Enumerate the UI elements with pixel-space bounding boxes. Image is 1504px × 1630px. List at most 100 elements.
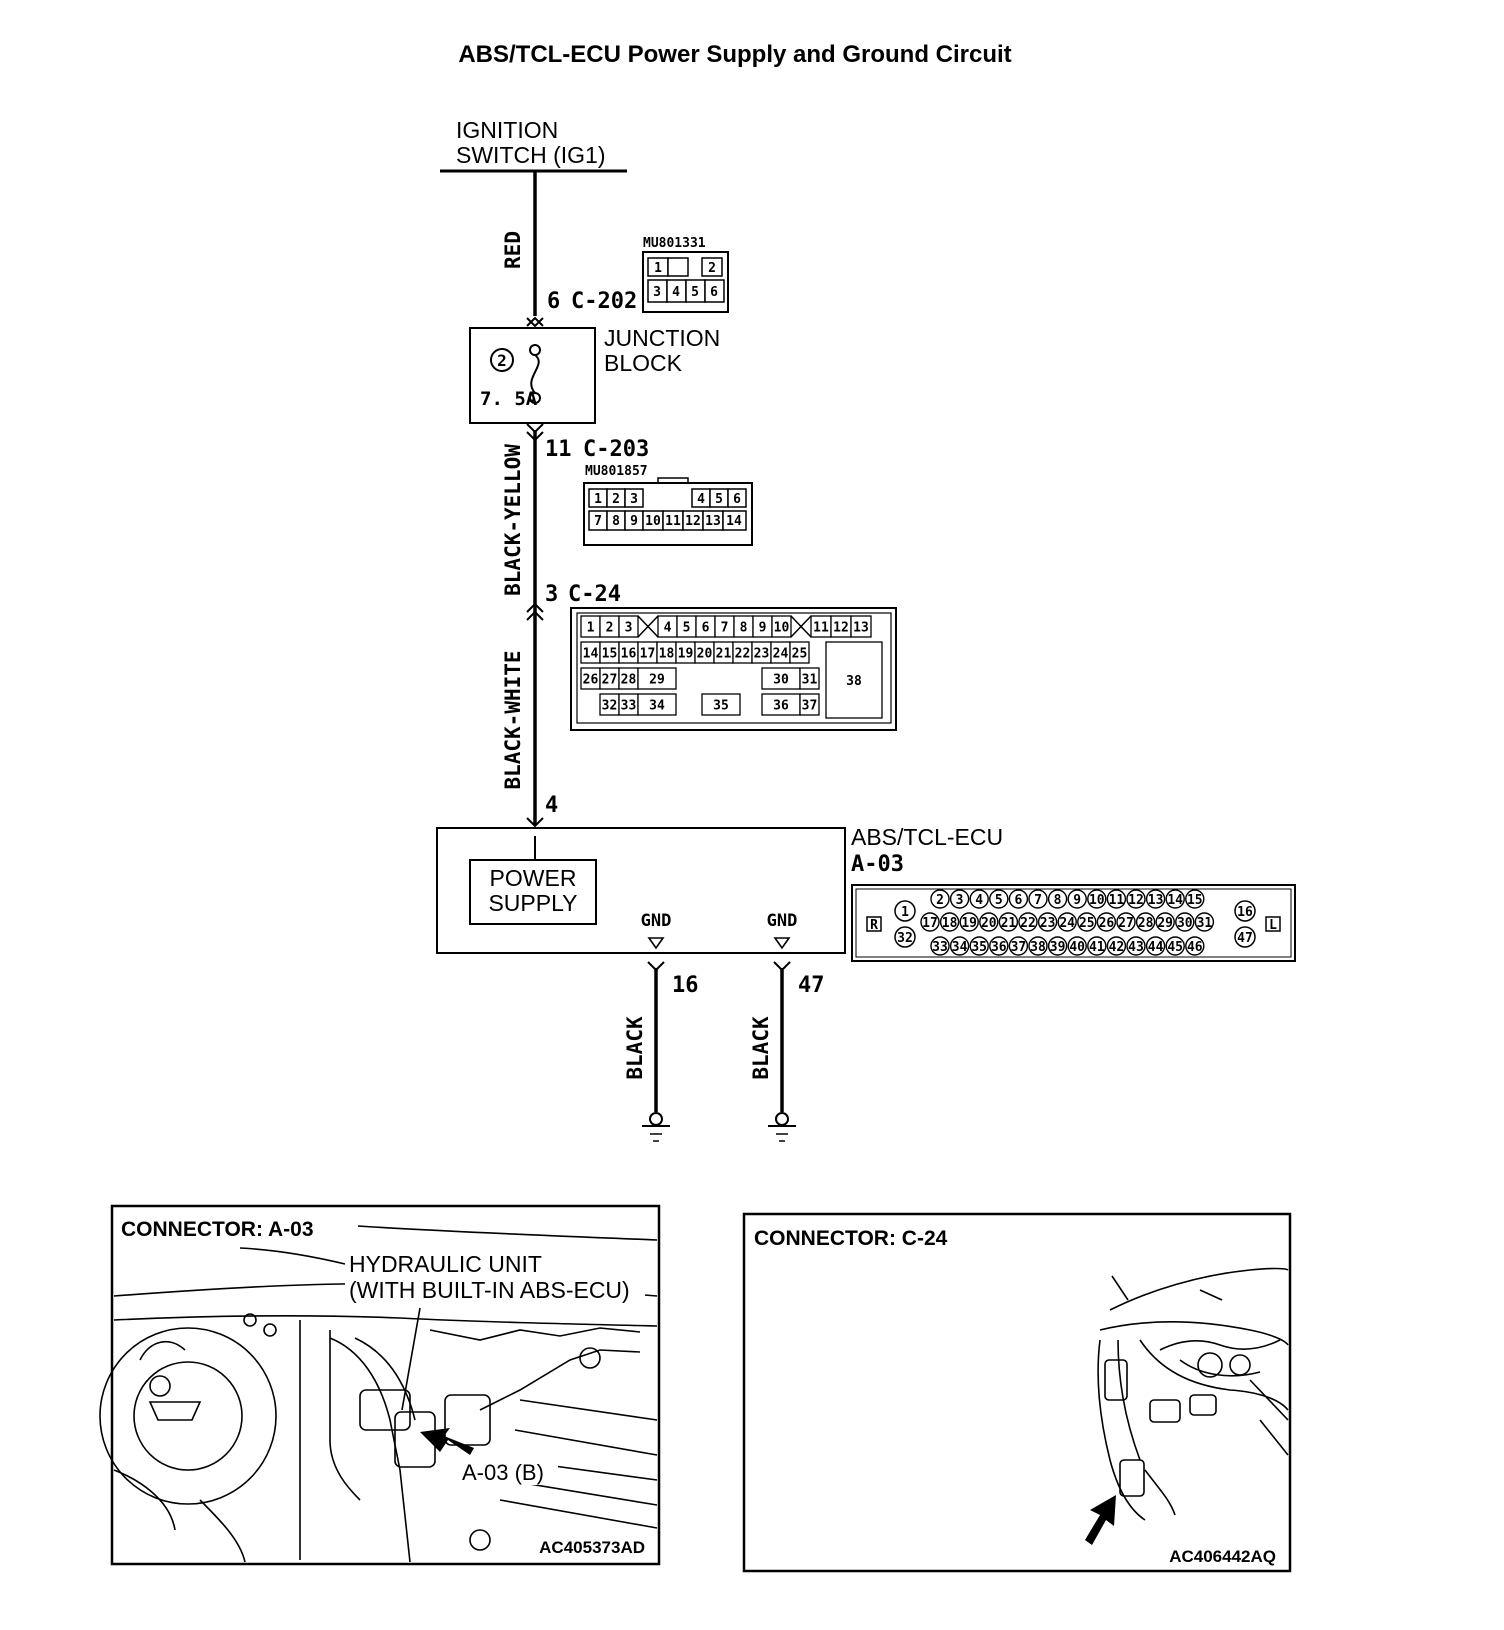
a03-pin: 27 bbox=[1118, 916, 1134, 931]
a03-pin-ring bbox=[979, 912, 999, 932]
junction-block-label-line2: BLOCK bbox=[604, 350, 683, 376]
a03-pin: 45 bbox=[1167, 940, 1183, 955]
c24-pin: 33 bbox=[621, 699, 637, 714]
a03-pin-ring bbox=[1067, 936, 1087, 956]
c24-pin: 35 bbox=[713, 699, 729, 714]
a03-pin-ring bbox=[1077, 912, 1097, 932]
c24-pin: 23 bbox=[754, 647, 770, 662]
panel-a03-callout-line1: HYDRAULIC UNIT bbox=[349, 1251, 542, 1277]
c203-connector-face: 1 2 3 4 5 6 7 8 9 10 11 12 13 14 bbox=[583, 477, 753, 546]
a03-pin: 4 bbox=[975, 893, 983, 908]
gnd2-terminal-icon bbox=[773, 937, 791, 950]
a03-pin-ring bbox=[1145, 889, 1166, 909]
a03-pin: 33 bbox=[932, 940, 948, 955]
c24-pin: 21 bbox=[716, 647, 732, 662]
power-supply-box bbox=[469, 859, 597, 925]
c24-pin: 13 bbox=[853, 621, 869, 636]
panel-a03-title: CONNECTOR: A-03 bbox=[121, 1218, 314, 1241]
a03-pin: 34 bbox=[952, 940, 968, 955]
c24-pin: 24 bbox=[773, 647, 789, 662]
a03-pin: 22 bbox=[1020, 916, 1036, 931]
c24-pin-cell bbox=[799, 667, 820, 690]
ground-icon bbox=[642, 1112, 670, 1142]
panel-a03-arrow-label: A-03 (B) bbox=[462, 1460, 544, 1485]
c202-pin: 6 bbox=[710, 285, 718, 300]
ecu-input-pin: 4 bbox=[545, 793, 558, 818]
c24-pin: 28 bbox=[621, 673, 637, 688]
a03-pin: 10 bbox=[1089, 893, 1105, 908]
a03-pin-ring bbox=[1018, 912, 1038, 932]
a03-pin: 16 bbox=[1237, 905, 1253, 920]
c24-pin-number: 3 bbox=[545, 582, 558, 607]
c24-pin: 36 bbox=[773, 699, 789, 714]
a03-pin-ring bbox=[1145, 936, 1166, 956]
a03-pin-ring bbox=[1096, 912, 1117, 932]
c24-pin: 20 bbox=[697, 647, 713, 662]
a03-pin: 23 bbox=[1040, 916, 1056, 931]
a03-pin: 41 bbox=[1089, 940, 1105, 955]
c202-connector-symbol bbox=[526, 316, 544, 328]
a03-pin: 21 bbox=[1001, 916, 1017, 931]
power-supply-label-line1: POWER bbox=[490, 865, 577, 891]
a03-pin-ring bbox=[1047, 889, 1068, 909]
c24-pin: 1 bbox=[587, 621, 595, 636]
wire-label-black-gnd16: BLACK bbox=[623, 1016, 647, 1080]
a03-pin-ring bbox=[1057, 912, 1077, 932]
a03-side-tag-l: L bbox=[1269, 918, 1277, 933]
c24-pin: 19 bbox=[678, 647, 694, 662]
a03-pin: 38 bbox=[1030, 940, 1046, 955]
a03-pin-ring bbox=[1087, 889, 1107, 909]
a03-pin: 26 bbox=[1099, 916, 1115, 931]
a03-pin: 46 bbox=[1187, 940, 1203, 955]
a03-pin: 37 bbox=[1011, 940, 1027, 955]
a03-pin-ring bbox=[1047, 936, 1068, 956]
diagram-title: ABS/TCL-ECU Power Supply and Ground Circ… bbox=[458, 41, 1011, 68]
c24-pin: 32 bbox=[602, 699, 618, 714]
c24-pin: 6 bbox=[702, 621, 710, 636]
wire-label-black-gnd47: BLACK bbox=[749, 1016, 773, 1080]
c24-pin-cell bbox=[637, 693, 677, 716]
c24-pin-cell bbox=[771, 615, 792, 638]
a03-pin: 11 bbox=[1109, 893, 1125, 908]
a03-pin: 35 bbox=[971, 940, 987, 955]
locator-arrow-icon bbox=[1085, 1495, 1116, 1545]
c24-pin: 38 bbox=[846, 674, 862, 689]
ecu-label: ABS/TCL-ECU bbox=[851, 824, 1003, 850]
c203-pin: 14 bbox=[726, 514, 742, 529]
junction-block-label-line1: JUNCTION bbox=[604, 325, 720, 351]
c203-pin: 2 bbox=[612, 492, 620, 507]
c203-connector-symbol bbox=[526, 423, 544, 442]
a03-pin-ring bbox=[959, 912, 979, 932]
a03-pin-ring bbox=[998, 912, 1019, 932]
c24-pin: 5 bbox=[683, 621, 691, 636]
c202-name: C-202 bbox=[571, 289, 637, 314]
c24-pin: 25 bbox=[792, 647, 808, 662]
a03-pin: 12 bbox=[1128, 893, 1144, 908]
a03-pin: 29 bbox=[1157, 916, 1173, 931]
c24-pin: 18 bbox=[659, 647, 675, 662]
a03-pin-ring bbox=[930, 889, 950, 909]
c202-pin: 3 bbox=[653, 285, 661, 300]
c24-pin-cell bbox=[701, 693, 741, 716]
a03-pin: 47 bbox=[1237, 931, 1253, 946]
a03-pin: 5 bbox=[995, 893, 1003, 908]
c203-pin: 5 bbox=[715, 492, 723, 507]
c202-pin: 2 bbox=[708, 261, 716, 276]
c203-name: C-203 bbox=[583, 437, 649, 462]
a03-pin: 3 bbox=[956, 893, 964, 908]
c202-pin: 1 bbox=[654, 261, 662, 276]
c24-pin: 8 bbox=[740, 621, 748, 636]
c24-pin-cell bbox=[850, 615, 872, 638]
a03-pin-ring bbox=[1008, 889, 1029, 909]
a03-pin-ring bbox=[949, 936, 970, 956]
c24-pin: 15 bbox=[602, 647, 618, 662]
wire-label-black-yellow: BLACK-YELLOW bbox=[501, 444, 525, 596]
c203-pin: 9 bbox=[630, 514, 638, 529]
a03-pin-ring bbox=[969, 936, 989, 956]
c24-pin: 34 bbox=[649, 699, 665, 714]
c24-pin: 12 bbox=[833, 621, 849, 636]
c24-pin-cell bbox=[825, 641, 883, 719]
a03-pin: 24 bbox=[1059, 916, 1075, 931]
